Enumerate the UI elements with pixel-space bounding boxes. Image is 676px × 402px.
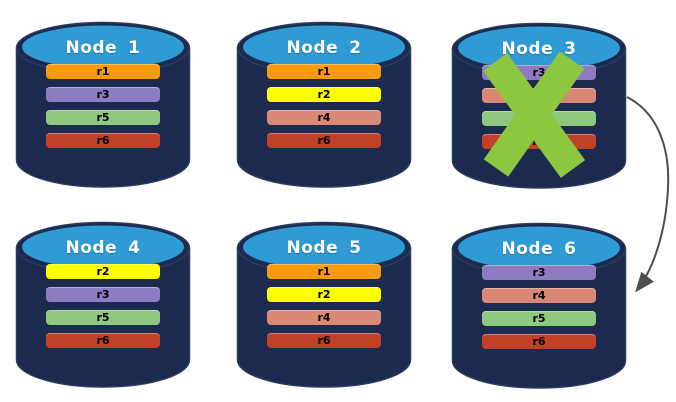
replica-bar-r6: r6 (482, 134, 596, 149)
replica-label: r5 (96, 311, 110, 324)
replica-label: r3 (96, 288, 110, 301)
node-title: Node 1 (13, 34, 193, 62)
node-name-label: Node (65, 238, 118, 258)
node-name-label: Node (501, 39, 554, 59)
replica-label: r3 (96, 88, 110, 101)
node-number-label: 4 (128, 238, 141, 258)
db-node-3: Node 3 r3 r4 r5 r6 (449, 11, 629, 195)
replica-bar-r6: r6 (482, 334, 596, 349)
replica-bar-r1: r1 (267, 64, 381, 79)
replica-label: r2 (96, 265, 110, 278)
replica-list: r3 r4 r5 r6 (482, 265, 596, 349)
replica-bar-r4: r4 (267, 110, 381, 125)
replica-bar-r1: r1 (267, 264, 381, 279)
replica-label: r3 (532, 66, 546, 79)
replica-bar-r6: r6 (46, 133, 160, 148)
node-number-label: 6 (564, 239, 577, 259)
replica-label: r6 (532, 135, 546, 148)
replica-label: r6 (532, 335, 546, 348)
replica-list: r1 r2 r4 r6 (267, 64, 381, 148)
replica-label: r5 (532, 112, 546, 125)
node-name-label: Node (501, 239, 554, 259)
replica-bar-r3: r3 (482, 265, 596, 280)
node-name-label: Node (65, 38, 118, 58)
replica-bar-r5: r5 (482, 111, 596, 126)
replica-label: r6 (96, 334, 110, 347)
replica-label: r6 (96, 134, 110, 147)
replica-label: r5 (96, 111, 110, 124)
replica-label: r4 (532, 289, 546, 302)
replica-bar-r1: r1 (46, 64, 160, 79)
db-node-6: Node 6 r3 r4 r5 r6 (449, 211, 629, 395)
replica-label: r6 (317, 334, 331, 347)
replica-bar-r2: r2 (46, 264, 160, 279)
node-number-label: 1 (128, 38, 141, 58)
node-name-label: Node (286, 38, 339, 58)
replica-label: r4 (317, 311, 331, 324)
db-node-1: Node 1 r1 r3 r5 r6 (13, 10, 193, 194)
replica-bar-r3: r3 (46, 287, 160, 302)
replica-list: r1 r2 r4 r6 (267, 264, 381, 348)
node-title: Node 2 (234, 34, 414, 62)
replica-bar-r5: r5 (46, 110, 160, 125)
node-number-label: 3 (564, 39, 577, 59)
replica-bar-r4: r4 (482, 288, 596, 303)
replica-bar-r6: r6 (46, 333, 160, 348)
database-cylinder-icon (236, 21, 412, 188)
replica-bar-r2: r2 (267, 287, 381, 302)
replica-bar-r4: r4 (267, 310, 381, 325)
node-title: Node 6 (449, 235, 629, 263)
replica-label: r4 (317, 111, 331, 124)
replica-label: r1 (317, 65, 331, 78)
node-title: Node 3 (449, 35, 629, 63)
node-title: Node 4 (13, 234, 193, 262)
replica-label: r5 (532, 312, 546, 325)
replica-list: r2 r3 r5 r6 (46, 264, 160, 348)
replica-bar-r5: r5 (482, 311, 596, 326)
replica-label: r3 (532, 266, 546, 279)
replica-label: r2 (317, 88, 331, 101)
node-name-label: Node (286, 238, 339, 258)
replica-bar-r6: r6 (267, 333, 381, 348)
replica-bar-r2: r2 (267, 87, 381, 102)
db-node-5: Node 5 r1 r2 r4 r6 (234, 210, 414, 394)
replica-bar-r4: r4 (482, 88, 596, 103)
replica-bar-r3: r3 (482, 65, 596, 80)
replica-label: r2 (317, 288, 331, 301)
replica-label: r6 (317, 134, 331, 147)
node-number-label: 5 (349, 238, 362, 258)
replica-bar-r6: r6 (267, 133, 381, 148)
db-node-2: Node 2 r1 r2 r4 r6 (234, 10, 414, 194)
db-node-4: Node 4 r2 r3 r5 r6 (13, 210, 193, 394)
replica-bar-r5: r5 (46, 310, 160, 325)
replica-bar-r3: r3 (46, 87, 160, 102)
replica-label: r1 (96, 65, 110, 78)
replica-list: r1 r3 r5 r6 (46, 64, 160, 148)
replica-label: r4 (532, 89, 546, 102)
replica-list: r3 r4 r5 r6 (482, 65, 596, 149)
replica-label: r1 (317, 265, 331, 278)
node-number-label: 2 (349, 38, 362, 58)
node-title: Node 5 (234, 234, 414, 262)
